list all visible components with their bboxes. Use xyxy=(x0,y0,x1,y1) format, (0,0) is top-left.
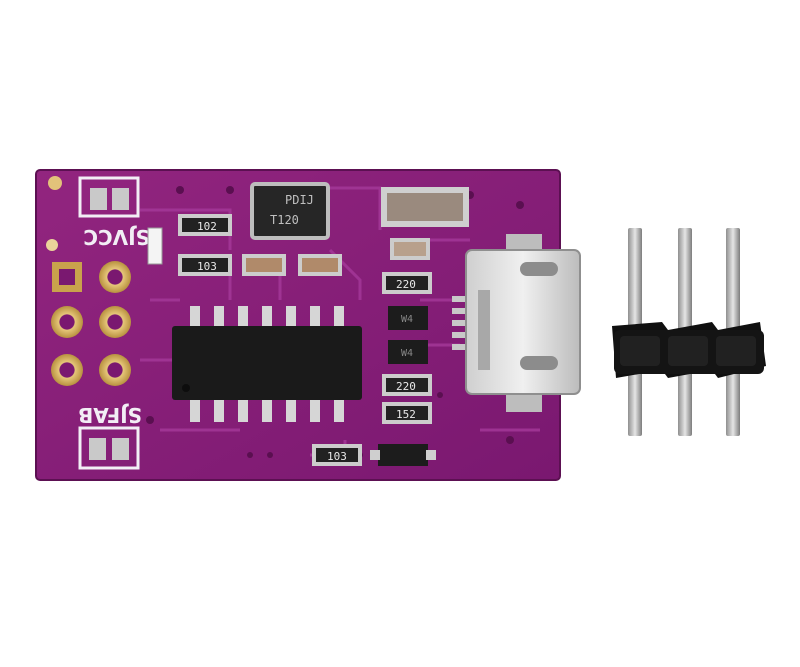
isp-header-pads xyxy=(51,261,131,386)
diode-2: W4 xyxy=(388,340,428,364)
resistor-103-left: 103 xyxy=(178,254,232,276)
svg-text:102: 102 xyxy=(197,220,217,233)
capacitor-small xyxy=(390,238,430,260)
resistor-103-bottom: 103 xyxy=(312,444,362,466)
main-ic-chip xyxy=(172,306,362,422)
sjvcc-jumper xyxy=(78,176,140,218)
sjfab-jumper xyxy=(78,426,140,470)
svg-text:103: 103 xyxy=(327,450,347,463)
mounting-pad xyxy=(48,176,62,190)
svg-text:152: 152 xyxy=(396,408,416,421)
svg-text:PDIJ: PDIJ xyxy=(285,193,314,207)
resistor-152: 152 xyxy=(382,402,432,424)
resistor-220-bottom: 220 xyxy=(382,374,432,396)
svg-text:220: 220 xyxy=(396,278,416,291)
led xyxy=(147,227,163,265)
sjvcc-label: SJVCC xyxy=(83,225,150,249)
svg-text:220: 220 xyxy=(396,380,416,393)
diode-1: W4 xyxy=(388,306,428,330)
svg-text:W4: W4 xyxy=(401,348,413,359)
capacitor xyxy=(242,254,286,276)
resistor-102: 102 xyxy=(178,214,232,236)
sjfab-label: SJFAB xyxy=(78,403,142,427)
ceramic-capacitor xyxy=(381,187,469,227)
svg-text:103: 103 xyxy=(197,260,217,273)
pin-header-3 xyxy=(612,228,766,436)
resistor-220-top: 220 xyxy=(382,272,432,294)
svg-text:W4: W4 xyxy=(401,314,413,325)
silk-dot xyxy=(46,239,58,251)
svg-text:T120: T120 xyxy=(270,213,299,227)
transistor xyxy=(370,444,436,466)
capacitor xyxy=(298,254,342,276)
micro-usb-port xyxy=(452,234,581,412)
crystal-oscillator: PDIJ T120 xyxy=(250,182,330,240)
